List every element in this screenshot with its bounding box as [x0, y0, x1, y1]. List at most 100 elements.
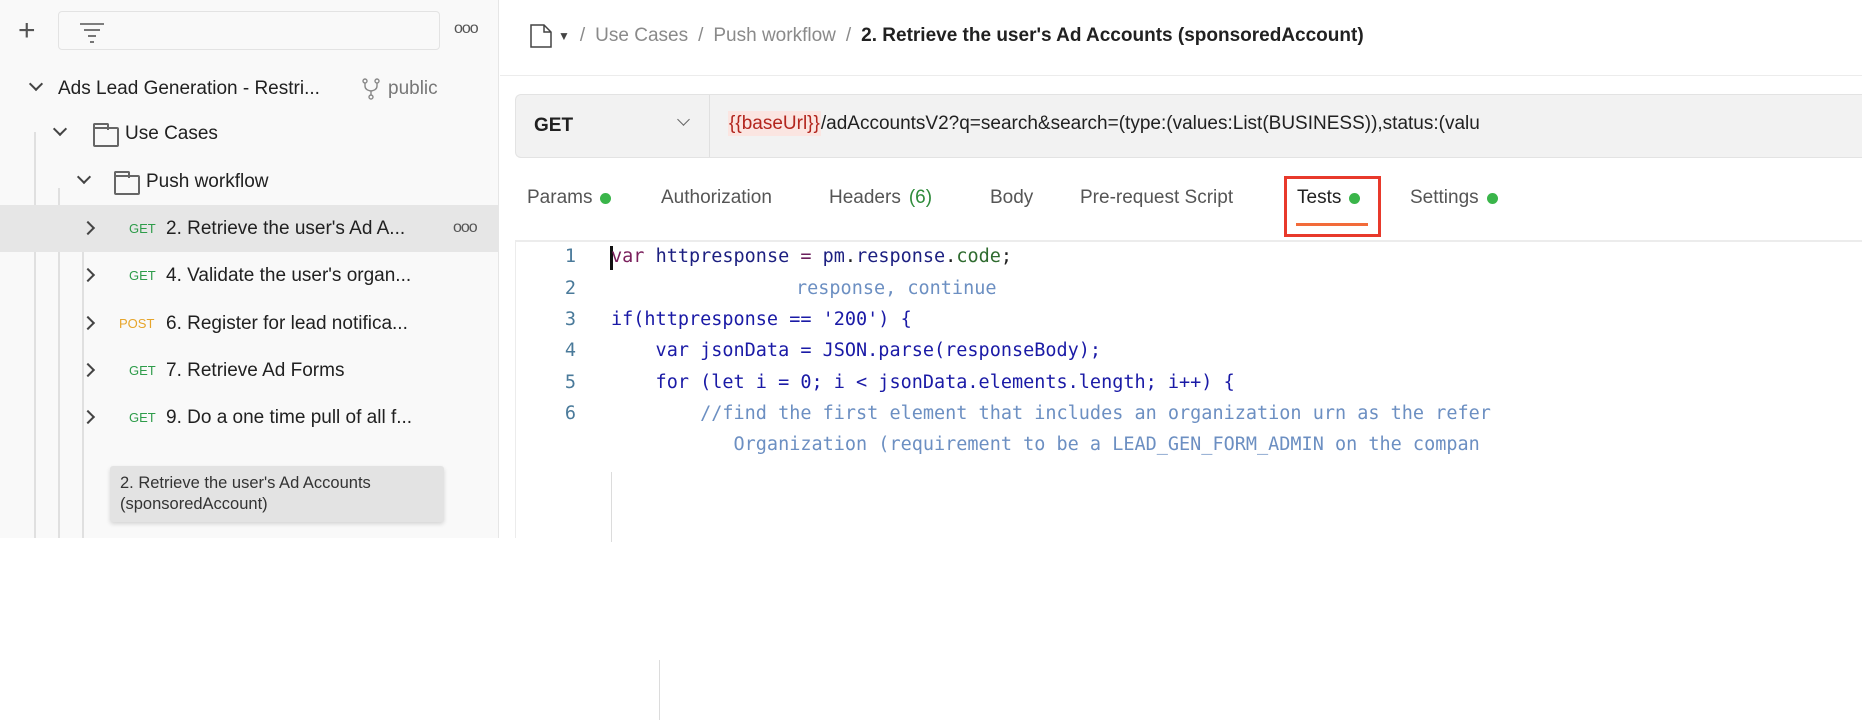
status-dot: [1349, 192, 1361, 204]
tab-body[interactable]: Body: [990, 187, 1033, 209]
request-editor: ▼ / Use Cases / Push workflow / 2. Retri…: [500, 0, 1862, 720]
tab-count: (6): [908, 187, 933, 208]
line-number: 1: [564, 246, 576, 267]
code-line: for (let i = 0; i < jsonData.elements.le…: [611, 372, 1235, 393]
tab-label: Pre-request Script: [1080, 187, 1234, 208]
caret-down-icon[interactable]: ▼: [558, 29, 570, 43]
line-number: 2: [564, 278, 576, 299]
indent-guide: [659, 660, 660, 720]
request-file-icon[interactable]: [530, 24, 552, 48]
code-line: if(httpresponse == '200') {: [611, 309, 912, 330]
code-line: var jsonData = JSON.parse(responseBody);: [611, 340, 1102, 361]
tab-label: Body: [990, 187, 1034, 208]
method-select[interactable]: GET: [534, 115, 574, 136]
url-path: /adAccountsV2?q=search&search=(type:(val…: [820, 113, 1480, 134]
url-input[interactable]: {{baseUrl}}/adAccountsV2?q=search&search…: [728, 111, 1480, 136]
fork-icon: [362, 78, 380, 100]
chevron-right-icon[interactable]: [80, 409, 96, 425]
method-badge: GET: [129, 221, 156, 236]
line-number: 3: [564, 309, 576, 330]
highlight-box: [1284, 176, 1381, 237]
request-name: 9. Do a one time pull of all f...: [166, 406, 413, 428]
request-item[interactable]: GET 9. Do a one time pull of all f...: [0, 394, 498, 441]
filter-input[interactable]: [58, 11, 440, 50]
code-line: Organization (requirement to be a LEAD_G…: [611, 434, 1480, 455]
request-item[interactable]: GET 7. Retrieve Ad Forms: [0, 347, 498, 394]
tab-label: Tests: [1297, 187, 1342, 208]
method-badge: GET: [129, 410, 156, 425]
folder-name: Push workflow: [146, 170, 269, 192]
line-number: 5: [564, 372, 576, 393]
line-number: 6: [564, 403, 576, 424]
code-line: //find the first element that includes a…: [611, 403, 1491, 424]
request-name: 7. Retrieve Ad Forms: [166, 359, 345, 381]
divider: [500, 75, 1862, 76]
folder-icon: [114, 171, 140, 195]
request-name: 2. Retrieve the user's Ad A...: [166, 217, 406, 239]
more-options-icon[interactable]: ooo: [454, 20, 479, 37]
line-number: 4: [564, 340, 576, 361]
tree-guide: [58, 188, 60, 538]
url-bar: GET {{baseUrl}}/adAccountsV2?q=search&se…: [515, 94, 1862, 158]
sidebar: + ooo Ads Lead Generation - Restri... pu…: [0, 0, 499, 538]
chevron-down-icon[interactable]: [677, 113, 690, 126]
breadcrumb: ▼ / Use Cases / Push workflow / 2. Retri…: [530, 24, 1364, 48]
tab-headers[interactable]: Headers (6): [829, 187, 932, 209]
chevron-down-icon[interactable]: [76, 169, 92, 185]
active-tab-underline: [1296, 223, 1368, 226]
filter-icon: [80, 23, 104, 43]
tab-settings[interactable]: Settings: [1410, 187, 1498, 209]
tooltip-line: 2. Retrieve the user's Ad Accounts: [120, 474, 371, 492]
folder-icon: [93, 123, 119, 147]
request-title[interactable]: 2. Retrieve the user's Ad Accounts (spon…: [861, 25, 1364, 46]
folder-use-cases[interactable]: Use Cases: [0, 110, 498, 157]
status-dot: [1486, 192, 1498, 204]
chevron-right-icon[interactable]: [80, 362, 96, 378]
request-name: 6. Register for lead notifica...: [166, 312, 408, 334]
tab-label: Settings: [1410, 187, 1479, 208]
request-item[interactable]: GET 2. Retrieve the user's Ad A... ooo: [0, 205, 498, 252]
request-name: 4. Validate the user's organ...: [166, 264, 412, 286]
divider: [709, 95, 710, 157]
breadcrumb-push-workflow[interactable]: Push workflow: [713, 25, 836, 46]
tooltip-line: (sponsoredAccount): [120, 495, 268, 513]
chevron-down-icon[interactable]: [52, 121, 68, 137]
request-item[interactable]: GET 4. Validate the user's organ...: [0, 252, 498, 299]
code-line: var httpresponse = pm.response.code;: [611, 246, 1013, 267]
tab-tests[interactable]: Tests: [1297, 187, 1361, 209]
breadcrumb-separator: /: [579, 25, 586, 46]
tree-guide: [34, 132, 36, 538]
request-item[interactable]: POST 6. Register for lead notifica...: [0, 300, 498, 347]
breadcrumb-use-cases[interactable]: Use Cases: [595, 25, 689, 46]
code-editor[interactable]: 1 var httpresponse = pm.response.code; 2 re…: [515, 240, 1862, 720]
collection-row[interactable]: Ads Lead Generation - Restri... public: [0, 65, 498, 112]
chevron-down-icon[interactable]: [28, 76, 44, 92]
chevron-right-icon[interactable]: [80, 315, 96, 331]
method-badge: GET: [129, 268, 156, 283]
tab-authorization[interactable]: Authorization: [661, 187, 772, 209]
more-options-icon[interactable]: ooo: [453, 219, 478, 236]
url-variable: {{baseUrl}}: [728, 111, 821, 136]
visibility-label: public: [388, 77, 438, 99]
breadcrumb-separator: /: [845, 25, 852, 46]
tab-params[interactable]: Params: [527, 187, 612, 209]
code-line: response, continue: [796, 278, 997, 299]
folder-name: Use Cases: [125, 122, 218, 144]
method-badge: POST: [119, 316, 155, 331]
tree-guide: [82, 244, 84, 538]
tooltip: 2. Retrieve the user's Ad Accounts (spon…: [110, 466, 444, 522]
tab-label: Authorization: [661, 187, 772, 208]
text-cursor: [610, 246, 613, 270]
collection-name: Ads Lead Generation - Restri...: [58, 77, 320, 99]
breadcrumb-separator: /: [698, 25, 704, 46]
indent-guide: [611, 472, 612, 542]
chevron-right-icon[interactable]: [80, 267, 96, 283]
method-badge: GET: [129, 363, 156, 378]
chevron-right-icon[interactable]: [80, 220, 96, 236]
folder-push-workflow[interactable]: Push workflow: [0, 158, 498, 205]
tab-label: Headers: [829, 187, 901, 208]
add-icon[interactable]: +: [18, 14, 36, 47]
tab-pre-request-script[interactable]: Pre-request Script: [1080, 187, 1233, 209]
status-dot: [600, 192, 612, 204]
tab-label: Params: [527, 187, 593, 208]
